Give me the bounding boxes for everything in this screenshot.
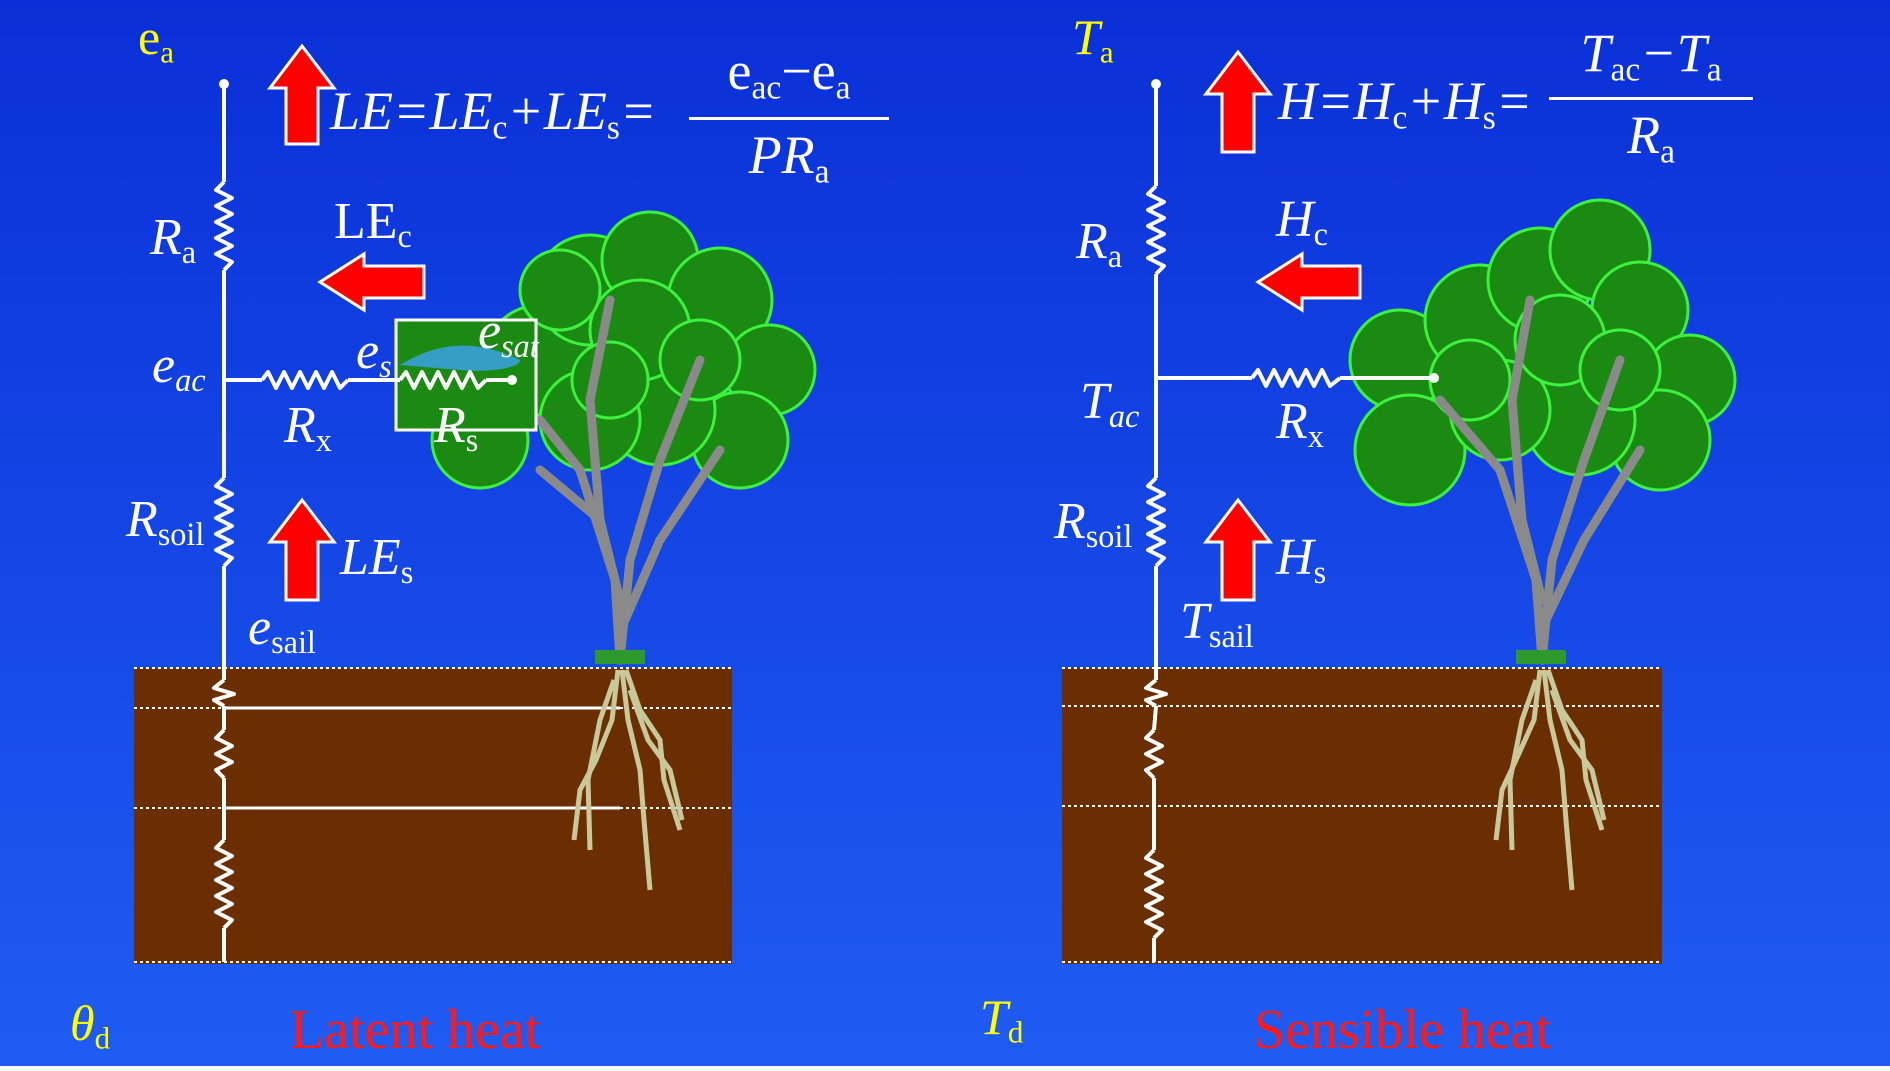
right-Ra-label: Ra [1076, 213, 1123, 275]
right-leaf-node [1429, 373, 1439, 383]
left-Rs-label: Rs [434, 397, 479, 459]
left-canopy [430, 210, 817, 490]
right-canopy [1348, 198, 1737, 507]
left-es-label: es [356, 323, 392, 385]
right-up-arrow-soil [1202, 497, 1274, 602]
right-Rsoil-label: Rsoil [1054, 493, 1133, 555]
right-trunk [1435, 295, 1645, 665]
left-fraction-numerator: eac−ea [727, 41, 851, 107]
left-Ra-label: Ra [150, 209, 197, 271]
left-bottom-node-label: θd [70, 995, 111, 1056]
left-top-node [219, 79, 229, 89]
right-Tac-label: Tac [1080, 373, 1140, 435]
right-caption: Sensible heat [1254, 999, 1552, 1061]
left-soil [134, 668, 732, 964]
left-up-arrow-soil [266, 497, 338, 602]
left-stomata-shape [400, 345, 520, 371]
right-fraction-numerator: Tac−Ta [1580, 23, 1722, 89]
left-panel [134, 43, 817, 964]
right-fraction-bar [1549, 96, 1753, 100]
right-left-arrow-canopy [1255, 251, 1362, 313]
left-esat-label: esat [478, 303, 539, 365]
right-Rx-label: Rx [1276, 393, 1324, 455]
left-fraction-bar [689, 116, 889, 120]
left-top-node-label: ea [138, 9, 174, 70]
left-Rx-label: Rx [284, 397, 332, 459]
right-Hs-label: Hs [1276, 529, 1327, 591]
right-Tsail-label: Tsail [1180, 593, 1254, 655]
left-esail-label: esail [248, 599, 316, 661]
left-roots [571, 669, 685, 891]
right-top-node [1151, 79, 1161, 89]
right-bottom-node-label: Td [980, 989, 1024, 1050]
right-fraction-denominator: Ra [1627, 104, 1675, 171]
left-soil-layer-lines [134, 667, 732, 963]
left-tree [430, 210, 817, 891]
left-left-arrow-canopy [317, 251, 426, 313]
left-trunk [535, 295, 725, 665]
right-roots [1493, 669, 1607, 891]
left-flux-equation: LE=LEc+LEs= [330, 81, 657, 147]
left-fraction-denominator: PRa [748, 124, 830, 191]
left-trunk-base [595, 650, 645, 664]
right-trunk-base [1516, 650, 1566, 664]
left-LEs-label: LEs [340, 529, 414, 591]
left-leaf-node [507, 375, 517, 385]
left-eac-label: eac [152, 337, 206, 399]
right-canopy-branch [1156, 368, 1434, 388]
left-caption: Latent heat [290, 999, 541, 1061]
left-up-arrow-total [266, 43, 338, 146]
left-flux-fraction: eac−ea PRa [686, 44, 892, 189]
right-panel [1062, 49, 1737, 964]
left-soil-branches [224, 706, 620, 810]
right-up-arrow-total [1202, 49, 1274, 154]
right-Hc-label: Hc [1276, 191, 1328, 253]
right-tree [1348, 198, 1737, 891]
left-Rsoil-label: Rsoil [126, 491, 205, 553]
right-flux-fraction: Tac−Ta Ra [1548, 26, 1754, 169]
left-main-wire [212, 82, 236, 962]
right-top-node-label: Ta [1072, 9, 1114, 70]
left-LEc-label: LEc [334, 193, 412, 255]
right-flux-equation: H=Hc+Hs= [1278, 71, 1533, 137]
